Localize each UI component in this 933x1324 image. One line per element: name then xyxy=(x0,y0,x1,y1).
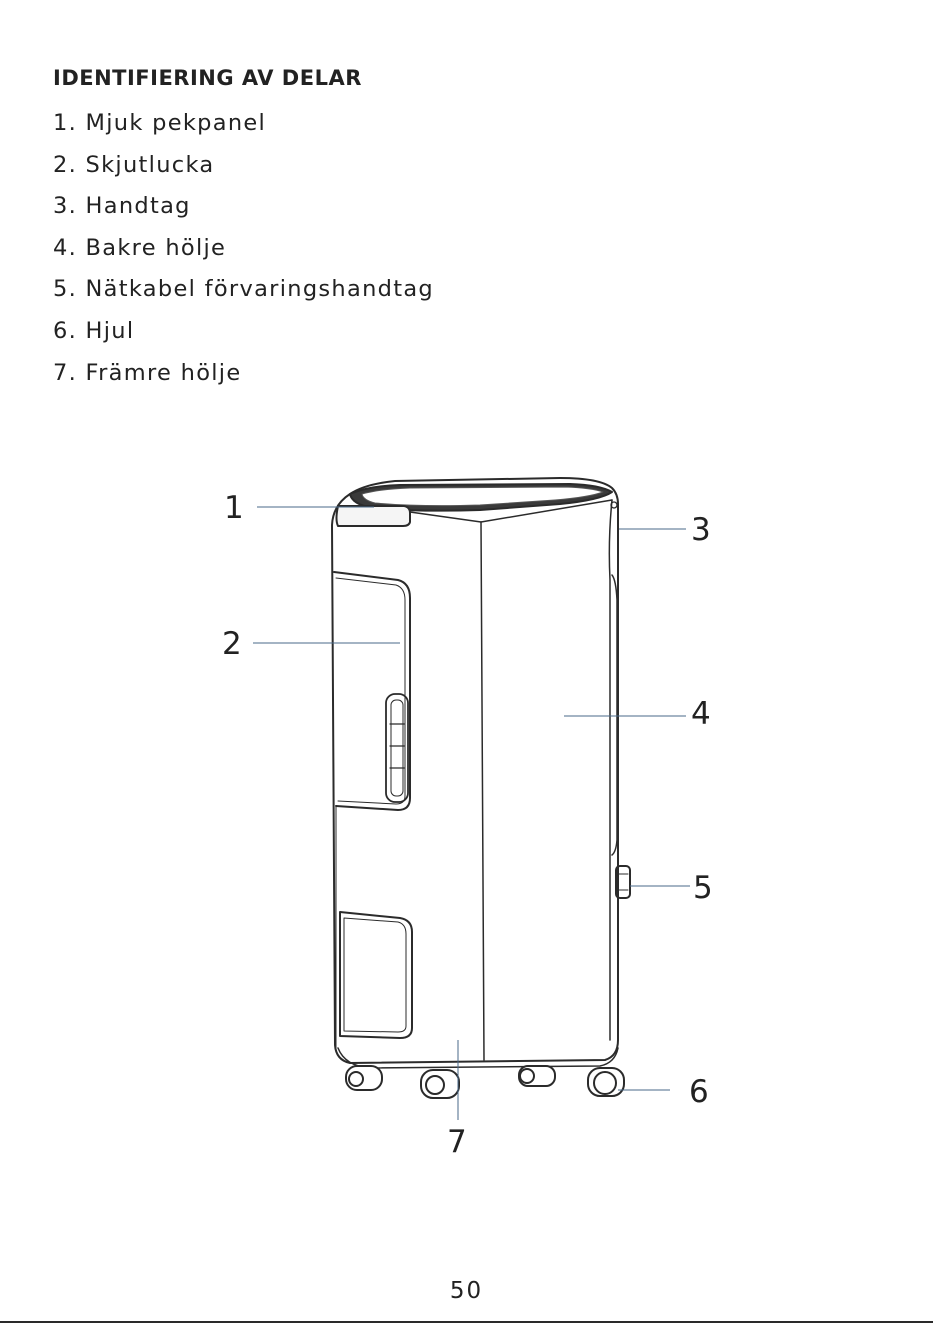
callout-5: 5 xyxy=(693,870,713,906)
callout-2: 2 xyxy=(222,626,242,662)
base xyxy=(338,1048,618,1068)
wheel-2 xyxy=(421,1070,459,1098)
cooler-body xyxy=(332,478,618,1063)
wheel-1 xyxy=(346,1066,382,1090)
sliding-door xyxy=(334,572,410,810)
wheel-3 xyxy=(519,1066,555,1086)
wheels xyxy=(346,1066,624,1098)
callout-4: 4 xyxy=(691,696,711,732)
side-handle xyxy=(612,575,617,855)
callout-3: 3 xyxy=(691,512,711,548)
callout-1: 1 xyxy=(224,490,244,526)
callout-6: 6 xyxy=(689,1074,709,1110)
callout-7: 7 xyxy=(447,1124,467,1160)
page-number: 50 xyxy=(0,1278,933,1304)
touch-panel xyxy=(337,506,411,526)
water-tank-window xyxy=(340,912,412,1038)
wheel-4 xyxy=(588,1068,624,1096)
bottom-divider xyxy=(0,1321,933,1323)
